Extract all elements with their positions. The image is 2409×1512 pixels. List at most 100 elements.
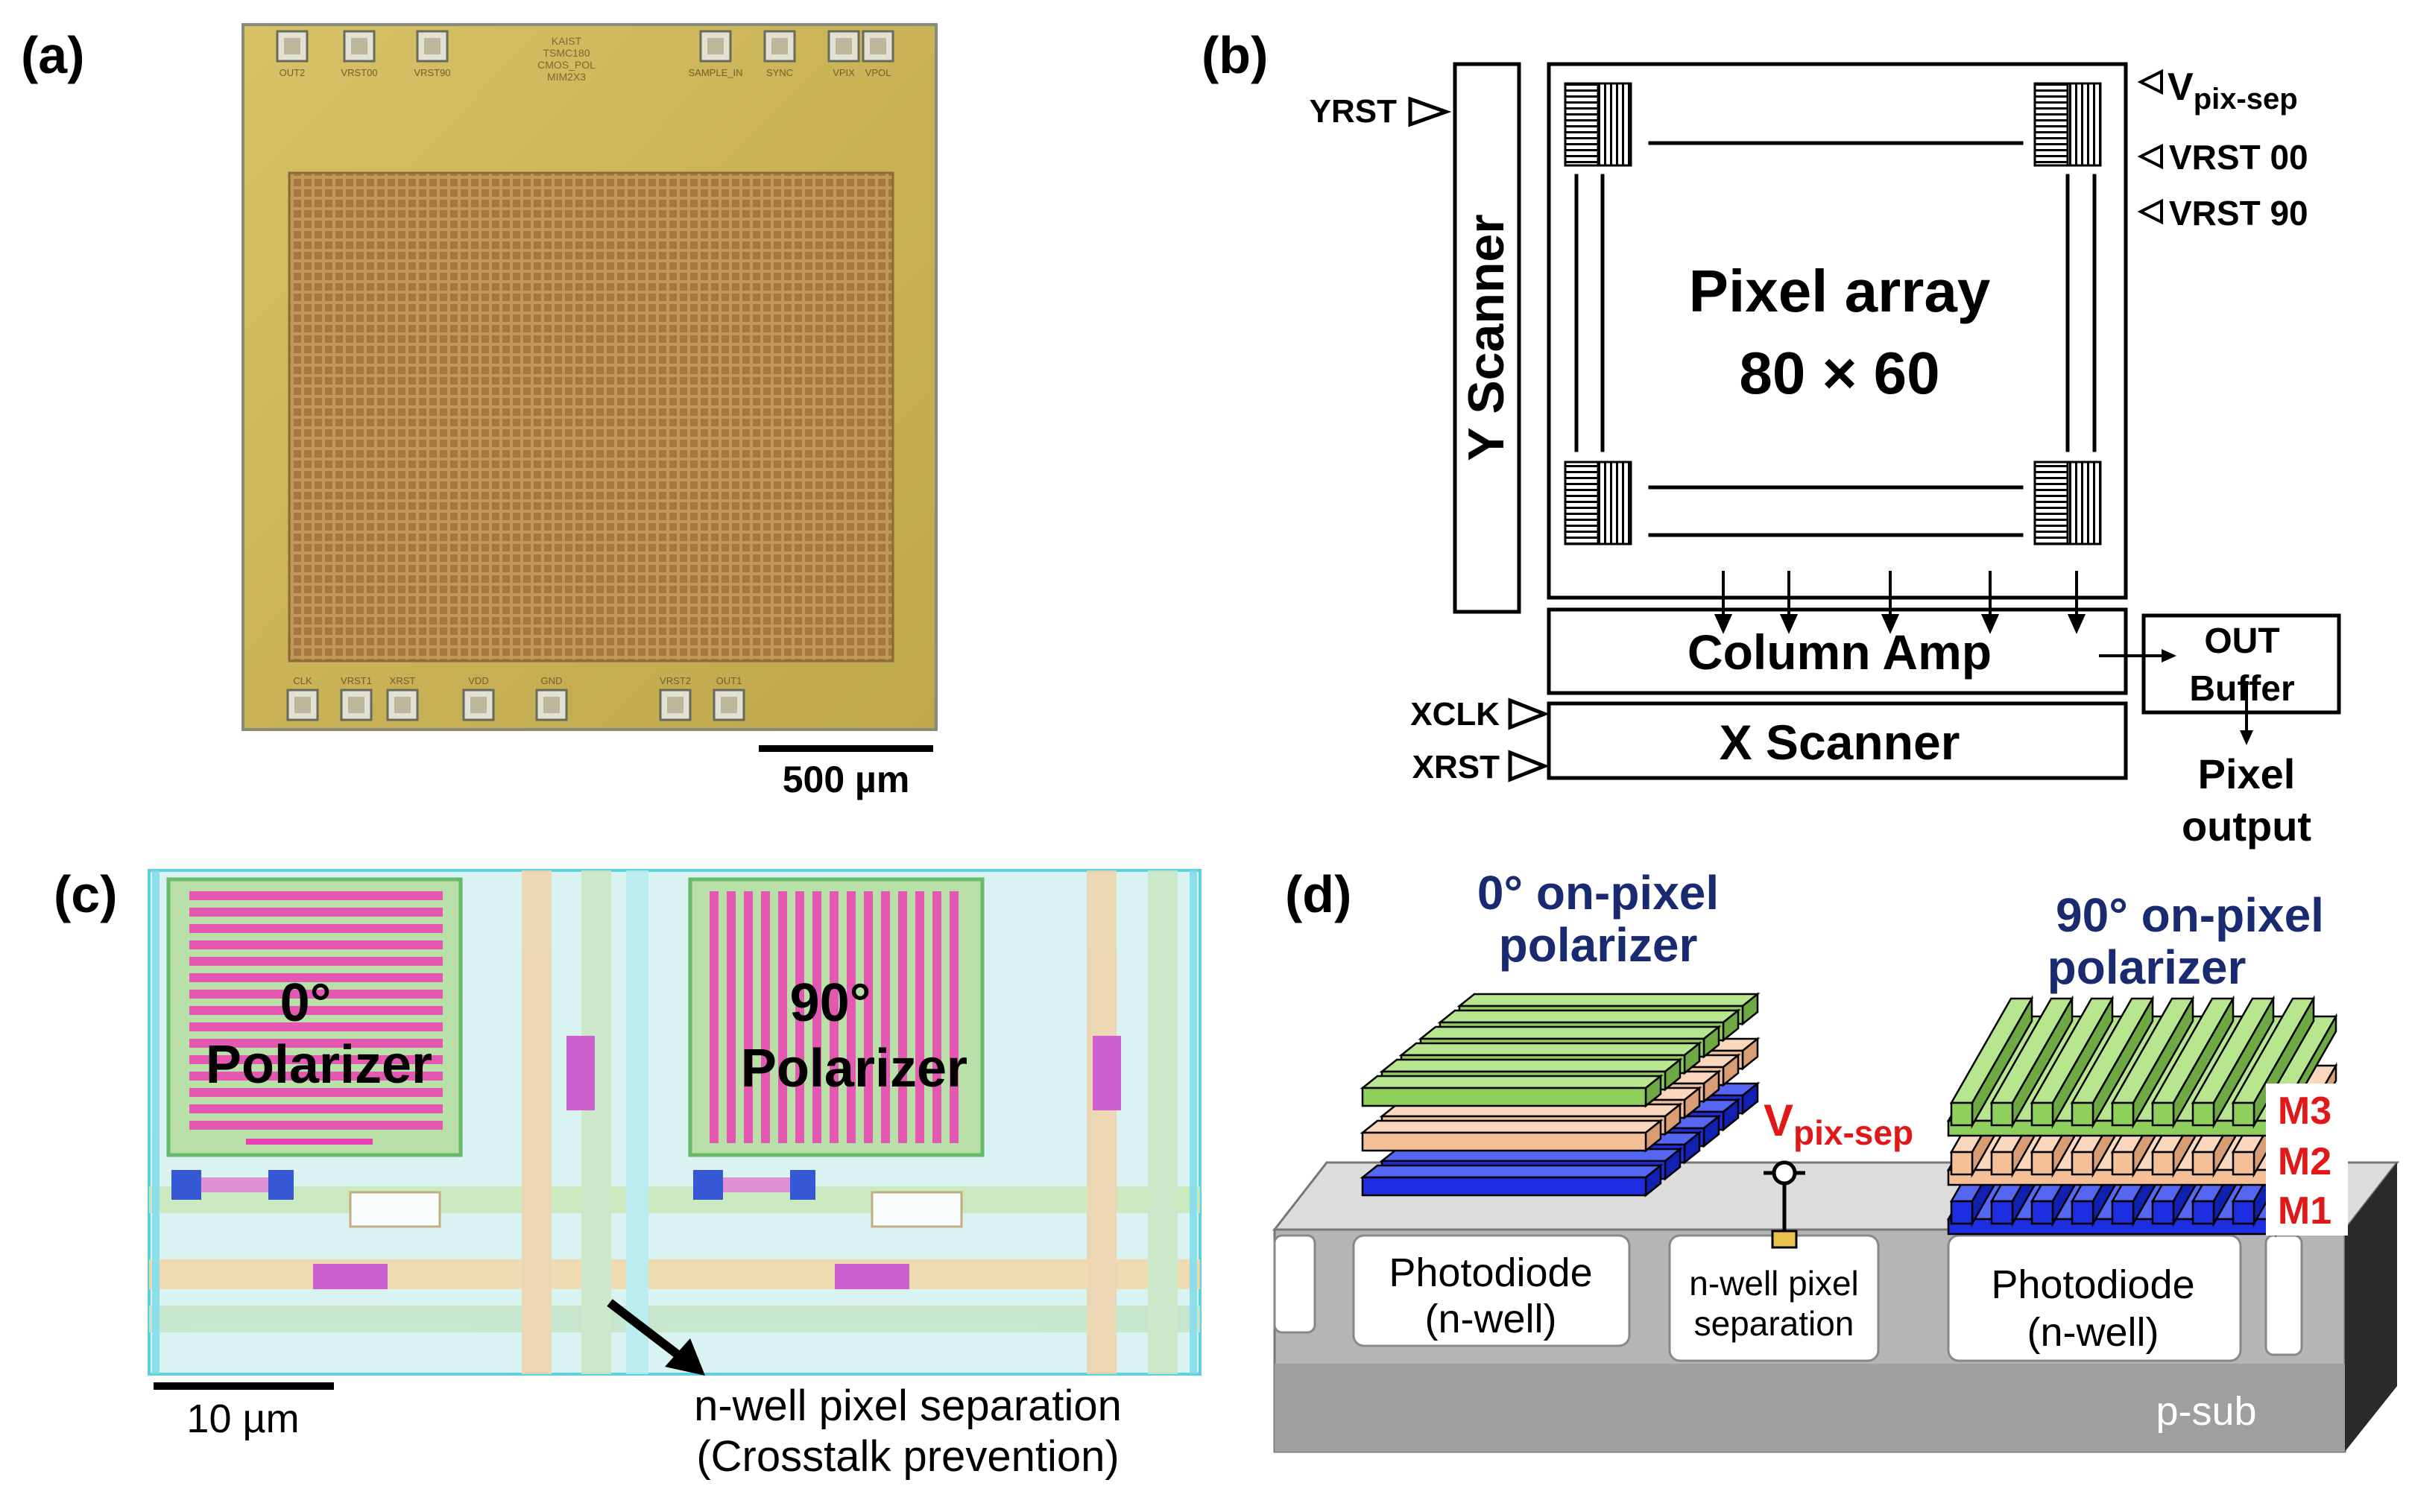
bottom-pad: CLK: [286, 675, 319, 721]
photodiode-left: [1352, 1234, 1631, 1347]
top-pad-label: SYNC: [766, 67, 793, 78]
bottom-pad-label: VDD: [468, 675, 488, 686]
pol0-title-2: polarizer: [1499, 918, 1698, 972]
bottom-pad: VRST1: [340, 675, 373, 721]
y-scanner-block: [1453, 62, 1521, 614]
out-buffer-block: [2141, 613, 2341, 715]
top-pad: VPOL: [862, 30, 894, 78]
polarizer-90-layout: [688, 877, 985, 1157]
pixel-array-block: [1547, 62, 2128, 600]
pixel-array-region: [288, 171, 894, 662]
yrst-arrow: [1408, 96, 1452, 127]
pixel-array-title: Pixel array: [1689, 258, 1991, 324]
layout-traces: [149, 870, 1200, 1374]
sep-label-1: n-well pixel: [1689, 1264, 1859, 1303]
panel-c-label: (c): [54, 865, 118, 923]
out-buffer-label-2: Buffer: [2189, 669, 2294, 709]
vrst90-arrow: [2137, 198, 2163, 225]
top-pad: VPIX: [827, 30, 860, 78]
vrst90-label: VRST 90: [2169, 194, 2308, 233]
y-scanner-label: Y Scanner: [1458, 214, 1515, 461]
panel-b-label: (b): [1202, 26, 1268, 84]
scale-bar: [759, 745, 933, 752]
pixel-symbol-top-right: [2033, 82, 2102, 167]
x-scanner-label: X Scanner: [1720, 715, 1960, 770]
chip-marking: KAIST TSMC180 CMOS_POL MIM2X3: [537, 35, 596, 83]
xclk-label: XCLK: [1410, 696, 1500, 733]
top-pad-label: SAMPLE_IN: [689, 67, 743, 78]
photodiode-right: [1947, 1234, 2242, 1362]
pol0-title-1: 0° on-pixel: [1477, 866, 1719, 920]
pol90-name-label: Polarizer: [741, 1039, 967, 1098]
pd-left-label-2: (n-well): [1424, 1297, 1556, 1341]
metal-stack-0deg: [1360, 992, 1761, 1198]
xclk-arrow: [1508, 698, 1550, 730]
top-pad: SAMPLE_IN: [689, 30, 743, 78]
x-scanner-block: [1547, 701, 2128, 780]
vrst00-arrow: [2137, 143, 2163, 170]
top-pad-label: VRST90: [414, 67, 450, 78]
pixel-symbol-bottom-right: [2033, 461, 2102, 545]
svg-text:TSMC180: TSMC180: [543, 47, 590, 59]
yrst-label: YRST: [1310, 93, 1397, 130]
pixel-output-label-2: output: [2182, 803, 2311, 850]
bottom-pad-label: XRST: [390, 675, 416, 686]
bottom-pad-label: CLK: [293, 675, 312, 686]
scale-bar-c-label: 10 µm: [186, 1396, 299, 1441]
annotation-line-1: n-well pixel separation: [694, 1382, 1122, 1430]
out-buffer-label-1: OUT: [2204, 621, 2279, 661]
xrst-arrow: [1508, 750, 1550, 782]
pol0-degree-label: 0°: [280, 973, 332, 1033]
bottom-pad: VDD: [462, 675, 495, 721]
substrate-side: [2345, 1163, 2397, 1452]
svg-text:KAIST: KAIST: [552, 35, 582, 47]
vpix-sep-contact: [1764, 1160, 1805, 1249]
pixel-array-lines: [1574, 141, 2097, 537]
xrst-label: XRST: [1412, 749, 1500, 785]
top-pad-label: VPOL: [865, 67, 891, 78]
panel-a-label: (a): [21, 26, 85, 84]
pads-top: OUT2 VRST00 VRST90 SAMPLE_IN SYNC VPIX VPOL: [276, 30, 894, 78]
bottom-pad: VRST2: [659, 675, 692, 721]
vpix-sep-label-d: Vpix-sep: [1764, 1095, 1913, 1152]
vpix-sep-label: Vpix-sep: [2168, 66, 2298, 116]
psub-label: p-sub: [2156, 1389, 2256, 1434]
m2-label: M2: [2278, 1140, 2331, 1183]
pol90-title-1: 90° on-pixel: [2056, 888, 2324, 942]
m1-label: M1: [2278, 1189, 2331, 1233]
panel-d-label: (d): [1285, 865, 1351, 923]
top-pad: VRST00: [341, 30, 378, 78]
pol90-degree-label: 90°: [790, 973, 871, 1033]
scale-bar-label: 500 µm: [783, 759, 910, 800]
svg-text:MIM2X3: MIM2X3: [547, 71, 586, 83]
column-amp-block: [1547, 607, 2128, 695]
bottom-pad: GND: [535, 675, 568, 721]
vrst00-label: VRST 00: [2169, 138, 2308, 177]
top-pad-label: VPIX: [833, 67, 855, 78]
bottom-pad-label: VRST1: [341, 675, 372, 686]
pixel-array-size: 80 × 60: [1739, 340, 1939, 406]
bottom-pad-label: GND: [541, 675, 563, 686]
top-pad: VRST90: [414, 30, 451, 78]
m3-label: M3: [2278, 1089, 2331, 1133]
bottom-pad-label: OUT1: [716, 675, 742, 686]
sep-label-2: separation: [1694, 1304, 1854, 1343]
column-arrows: [1714, 571, 2086, 634]
pd-left-label-1: Photodiode: [1389, 1250, 1592, 1295]
svg-text:CMOS_POL: CMOS_POL: [537, 59, 596, 71]
pd-right-label-2: (n-well): [2027, 1310, 2159, 1355]
top-pad: SYNC: [763, 30, 796, 78]
pol90-title-2: polarizer: [2048, 940, 2247, 994]
scale-bar-c: [154, 1382, 334, 1390]
top-pad-label: VRST00: [341, 67, 377, 78]
top-pad: OUT2: [276, 30, 309, 78]
top-pad-label: OUT2: [280, 67, 306, 78]
vpix-sep-arrow: [2137, 69, 2163, 95]
pixel-output-label-1: Pixel: [2198, 750, 2296, 797]
pads-bottom: CLK VRST1 XRST VDD GND VRST2 OUT1: [286, 675, 745, 721]
bottom-pad: OUT1: [713, 675, 745, 721]
column-amp-label: Column Amp: [1687, 624, 1992, 680]
panel-b: (b) Y Scanner YRST Pixel array 80 × 60: [1202, 26, 2341, 850]
